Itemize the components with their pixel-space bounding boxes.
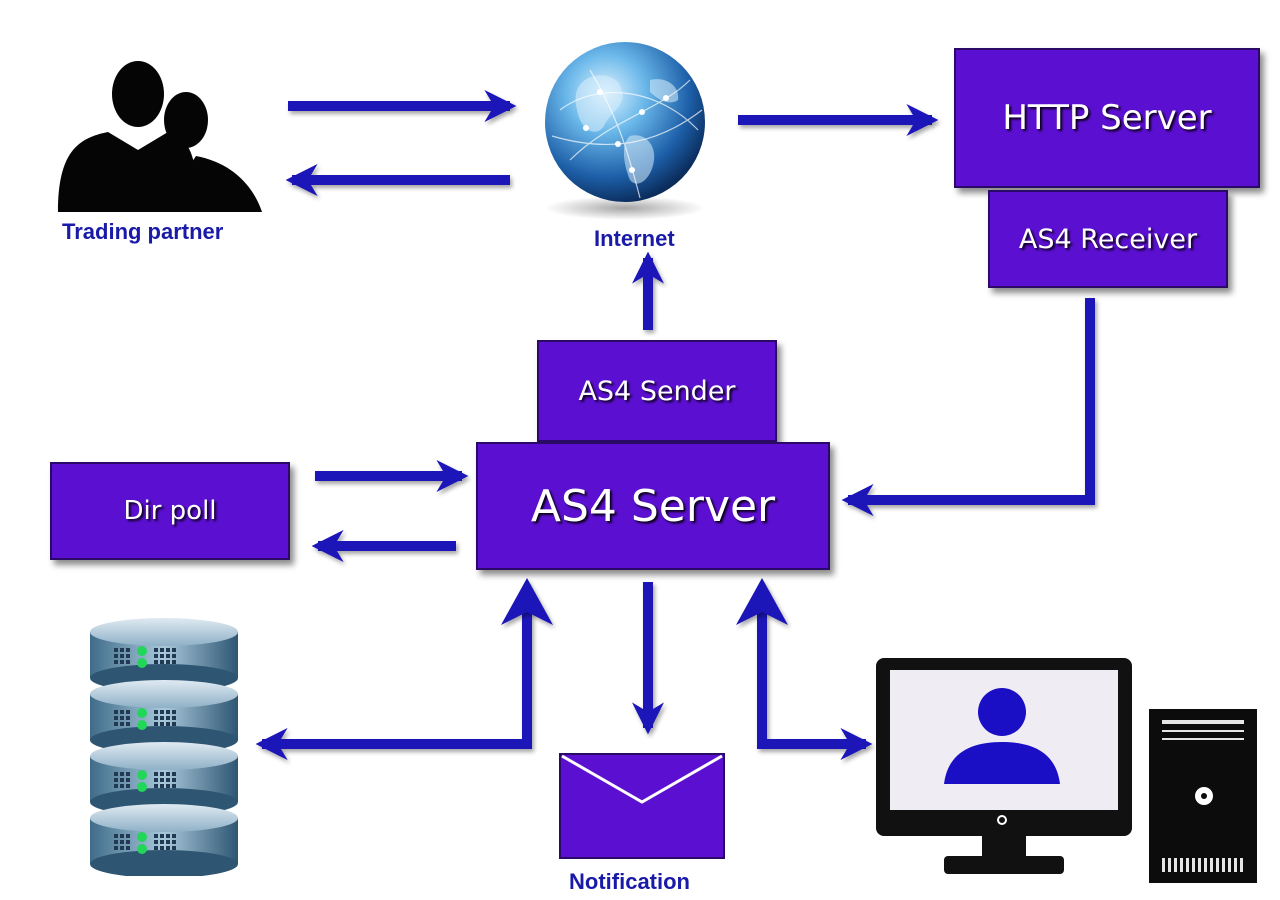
as4-receiver-box: AS4 Receiver (988, 190, 1228, 288)
computer-tower-icon (1149, 709, 1257, 883)
dir-poll-box: Dir poll (50, 462, 290, 560)
database-icon (90, 618, 238, 876)
internet-label: Internet (594, 226, 675, 251)
http-server-label: HTTP Server (1002, 98, 1212, 138)
arrow-server-to-monitor (757, 590, 873, 761)
envelope-icon (559, 753, 725, 859)
notification-label: Notification (569, 869, 690, 894)
arrowhead-database-to-server (501, 578, 553, 625)
as4-receiver-label: AS4 Receiver (1018, 223, 1198, 255)
dir-poll-label: Dir poll (123, 496, 217, 526)
users-icon (58, 61, 262, 212)
globe-icon (545, 42, 705, 220)
as4-sender-box: AS4 Sender (537, 340, 777, 442)
as4-sender-label: AS4 Sender (578, 375, 736, 407)
as4-server-label: AS4 Server (530, 480, 776, 532)
as4-server-box: AS4 Server (476, 442, 830, 570)
http-server-box: HTTP Server (954, 48, 1260, 188)
monitor-user-icon (876, 658, 1132, 874)
arrow-server-to-database (255, 592, 532, 761)
arrowhead-monitor-to-server (736, 578, 788, 625)
trading-partner-label: Trading partner (62, 219, 224, 244)
arrow-receiver-to-server (841, 298, 1095, 517)
